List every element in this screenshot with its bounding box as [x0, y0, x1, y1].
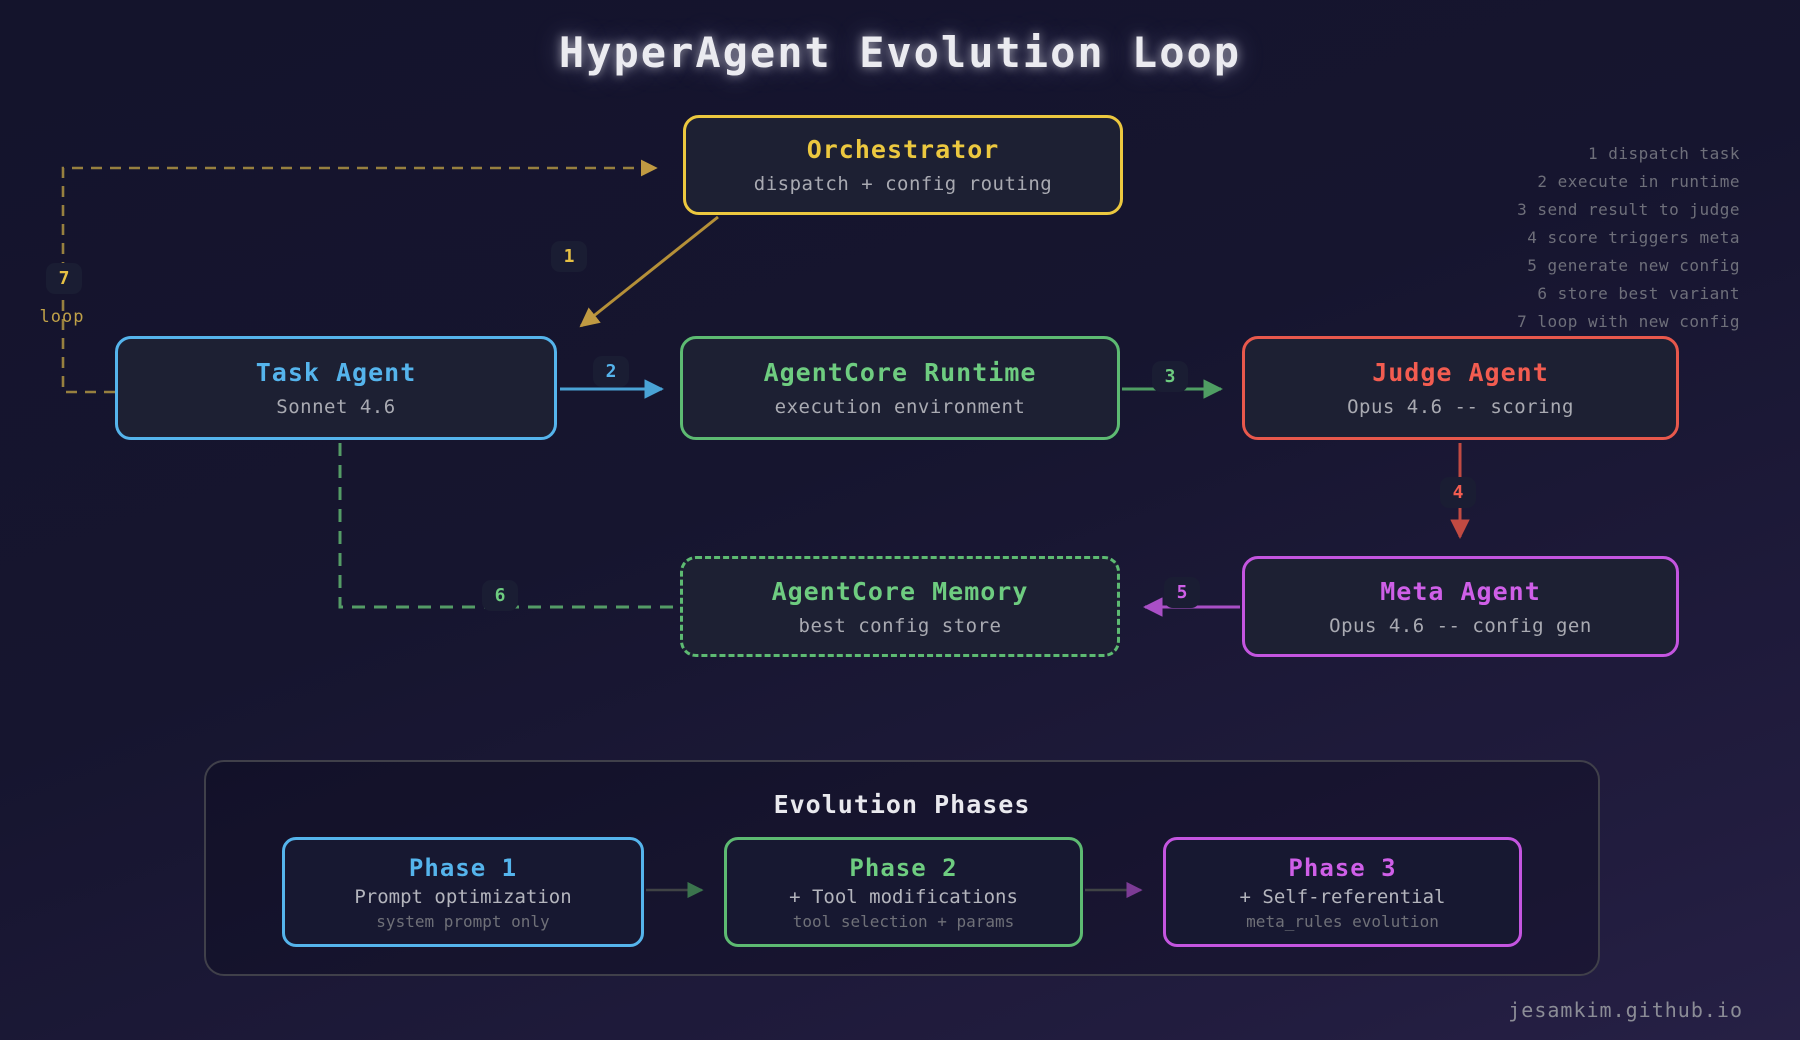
phase-detail: system prompt only — [376, 911, 550, 931]
node-subtitle: best config store — [798, 614, 1002, 637]
phase-title: Phase 1 — [408, 853, 518, 882]
phase-detail: meta_rules evolution — [1246, 911, 1439, 931]
edge-1-dispatch — [579, 215, 719, 328]
legend-line: 4 score triggers meta — [1527, 228, 1740, 247]
phase-description: Prompt optimization — [354, 885, 572, 908]
node-judge-agent: Judge Agent Opus 4.6 -- scoring — [1242, 336, 1679, 440]
phase-title: Phase 3 — [1288, 853, 1397, 882]
node-title: AgentCore Memory — [771, 576, 1029, 606]
edge-badge-6: 6 — [482, 580, 518, 611]
edge-6-store — [338, 443, 677, 609]
edge-badge-7: 7 — [46, 263, 82, 294]
phases-title: Evolution Phases — [773, 790, 1031, 819]
evolution-phases-panel: Evolution Phases Phase 1 Prompt optimiza… — [204, 760, 1600, 976]
node-agentcore-runtime: AgentCore Runtime execution environment — [680, 336, 1120, 440]
node-subtitle: Opus 4.6 -- scoring — [1347, 396, 1574, 418]
node-title: AgentCore Runtime — [763, 358, 1037, 387]
step-legend: 1 dispatch task 2 execute in runtime 3 s… — [1517, 140, 1740, 336]
node-title: Meta Agent — [1380, 576, 1541, 606]
phase-description: + Self-referential — [1239, 885, 1446, 908]
phase-1-box: Phase 1 Prompt optimization system promp… — [282, 837, 644, 947]
node-agentcore-memory: AgentCore Memory best config store — [680, 556, 1120, 657]
node-orchestrator: Orchestrator dispatch + config routing — [683, 115, 1123, 215]
page-title: HyperAgent Evolution Loop — [558, 28, 1242, 77]
phase-detail: tool selection + params — [792, 911, 1015, 931]
phase-2-box: Phase 2 + Tool modifications tool select… — [724, 837, 1083, 947]
legend-line: 7 loop with new config — [1517, 312, 1740, 331]
node-title: Judge Agent — [1372, 358, 1549, 387]
node-title: Orchestrator — [806, 135, 1000, 164]
node-subtitle: Opus 4.6 -- config gen — [1329, 614, 1592, 637]
phase-3-box: Phase 3 + Self-referential meta_rules ev… — [1163, 837, 1522, 947]
edge-badge-2: 2 — [593, 356, 629, 387]
node-subtitle: Sonnet 4.6 — [276, 396, 396, 418]
phase-title: Phase 2 — [849, 853, 958, 882]
legend-line: 6 store best variant — [1537, 284, 1740, 303]
node-title: Task Agent — [255, 358, 417, 387]
node-meta-agent: Meta Agent Opus 4.6 -- config gen — [1242, 556, 1679, 657]
site-credit: jesamkim.github.io — [1508, 998, 1743, 1022]
edge-badge-1: 1 — [551, 241, 587, 272]
legend-line: 1 dispatch task — [1588, 144, 1740, 163]
phase-description: + Tool modifications — [789, 885, 1018, 908]
node-task-agent: Task Agent Sonnet 4.6 — [115, 336, 557, 440]
node-subtitle: execution environment — [774, 396, 1026, 418]
edge-badge-4: 4 — [1440, 477, 1476, 508]
loop-label: loop — [39, 307, 85, 327]
legend-line: 5 generate new config — [1527, 256, 1740, 275]
legend-line: 2 execute in runtime — [1537, 172, 1740, 191]
edge-7-loop — [61, 159, 658, 394]
node-subtitle: dispatch + config routing — [753, 173, 1053, 195]
edge-badge-5: 5 — [1164, 577, 1200, 608]
edge-badge-3: 3 — [1152, 361, 1188, 392]
legend-line: 3 send result to judge — [1517, 200, 1740, 219]
